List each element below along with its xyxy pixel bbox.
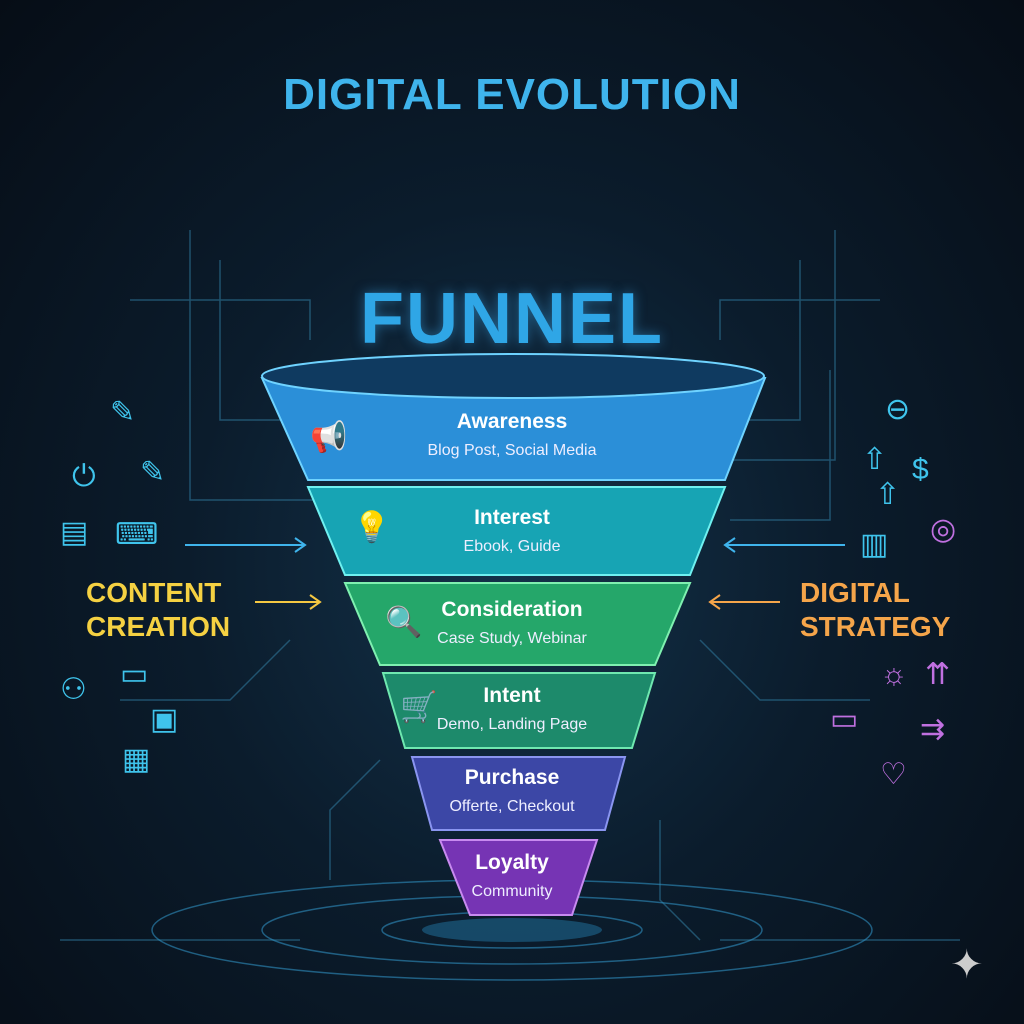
label-line: CREATION xyxy=(86,611,231,642)
presentation-board-icon: ▦ xyxy=(122,743,151,776)
growth-arrows-icon: ⇈ xyxy=(925,658,951,691)
team-icon: ⚇ xyxy=(60,673,87,706)
heart-icon: ♡ xyxy=(880,758,907,791)
stage-name: Intent xyxy=(483,684,541,707)
power-icon: ⏻ xyxy=(72,460,96,493)
page-title: DIGITAL EVOLUTION xyxy=(283,70,741,119)
bar-chart-icon: ▥ xyxy=(860,528,889,561)
pencil-icon: ✎ xyxy=(110,396,136,429)
toggle-icon: ⊖ xyxy=(885,393,911,426)
keyboard-icon: ⌨ xyxy=(115,518,159,551)
stage-name: Consideration xyxy=(441,598,583,621)
idea-head-icon: ☼ xyxy=(880,658,908,691)
stage-sub: Blog Post, Social Media xyxy=(427,442,597,459)
stage-sub: Demo, Landing Page xyxy=(436,716,588,733)
lightbulb-icon: 💡 xyxy=(353,511,391,544)
credit-card-icon: ▭ xyxy=(830,703,859,736)
stage-sub: Community xyxy=(471,883,553,900)
dollar-icon: $ xyxy=(912,453,929,486)
label-line: STRATEGY xyxy=(800,611,951,642)
stage-sub: Ebook, Guide xyxy=(463,538,561,555)
funnel-layer-loyalty xyxy=(438,839,599,916)
target-icon: ◎ xyxy=(930,513,957,546)
stage-name: Purchase xyxy=(464,766,560,789)
chart-monitor-icon: ▭ xyxy=(120,658,149,691)
funnel-layer-interest xyxy=(306,486,727,576)
label-line: DIGITAL xyxy=(800,577,910,608)
funnel-title: FUNNEL xyxy=(360,279,664,359)
funnel-layer-purchase xyxy=(410,756,627,831)
cart-icon: 🛒 xyxy=(400,691,438,724)
arrow-up-icon: ⇧ xyxy=(875,478,901,511)
magnifier-icon: 🔍 xyxy=(385,606,423,639)
video-camera-icon: ▣ xyxy=(150,703,179,736)
arrow-up-icon: ⇧ xyxy=(862,443,888,476)
megaphone-icon: 📢 xyxy=(310,421,348,454)
stage-name: Loyalty xyxy=(475,851,549,874)
transfer-arrows-icon: ⇉ xyxy=(920,713,946,746)
funnel-layer-intent xyxy=(381,672,657,749)
document-icon: ▤ xyxy=(60,516,89,549)
label-line: CONTENT xyxy=(86,577,222,608)
funnel-layer-consideration xyxy=(343,582,692,666)
stage-sub: Offerte, Checkout xyxy=(449,798,575,815)
sparkle-icon: ✦ xyxy=(950,943,984,987)
funnel-rim xyxy=(261,353,765,399)
pencil-icon: ✎ xyxy=(140,456,166,489)
stage-name: Awareness xyxy=(456,410,568,433)
stage-name: Interest xyxy=(474,506,550,529)
stage-sub: Case Study, Webinar xyxy=(437,630,587,647)
